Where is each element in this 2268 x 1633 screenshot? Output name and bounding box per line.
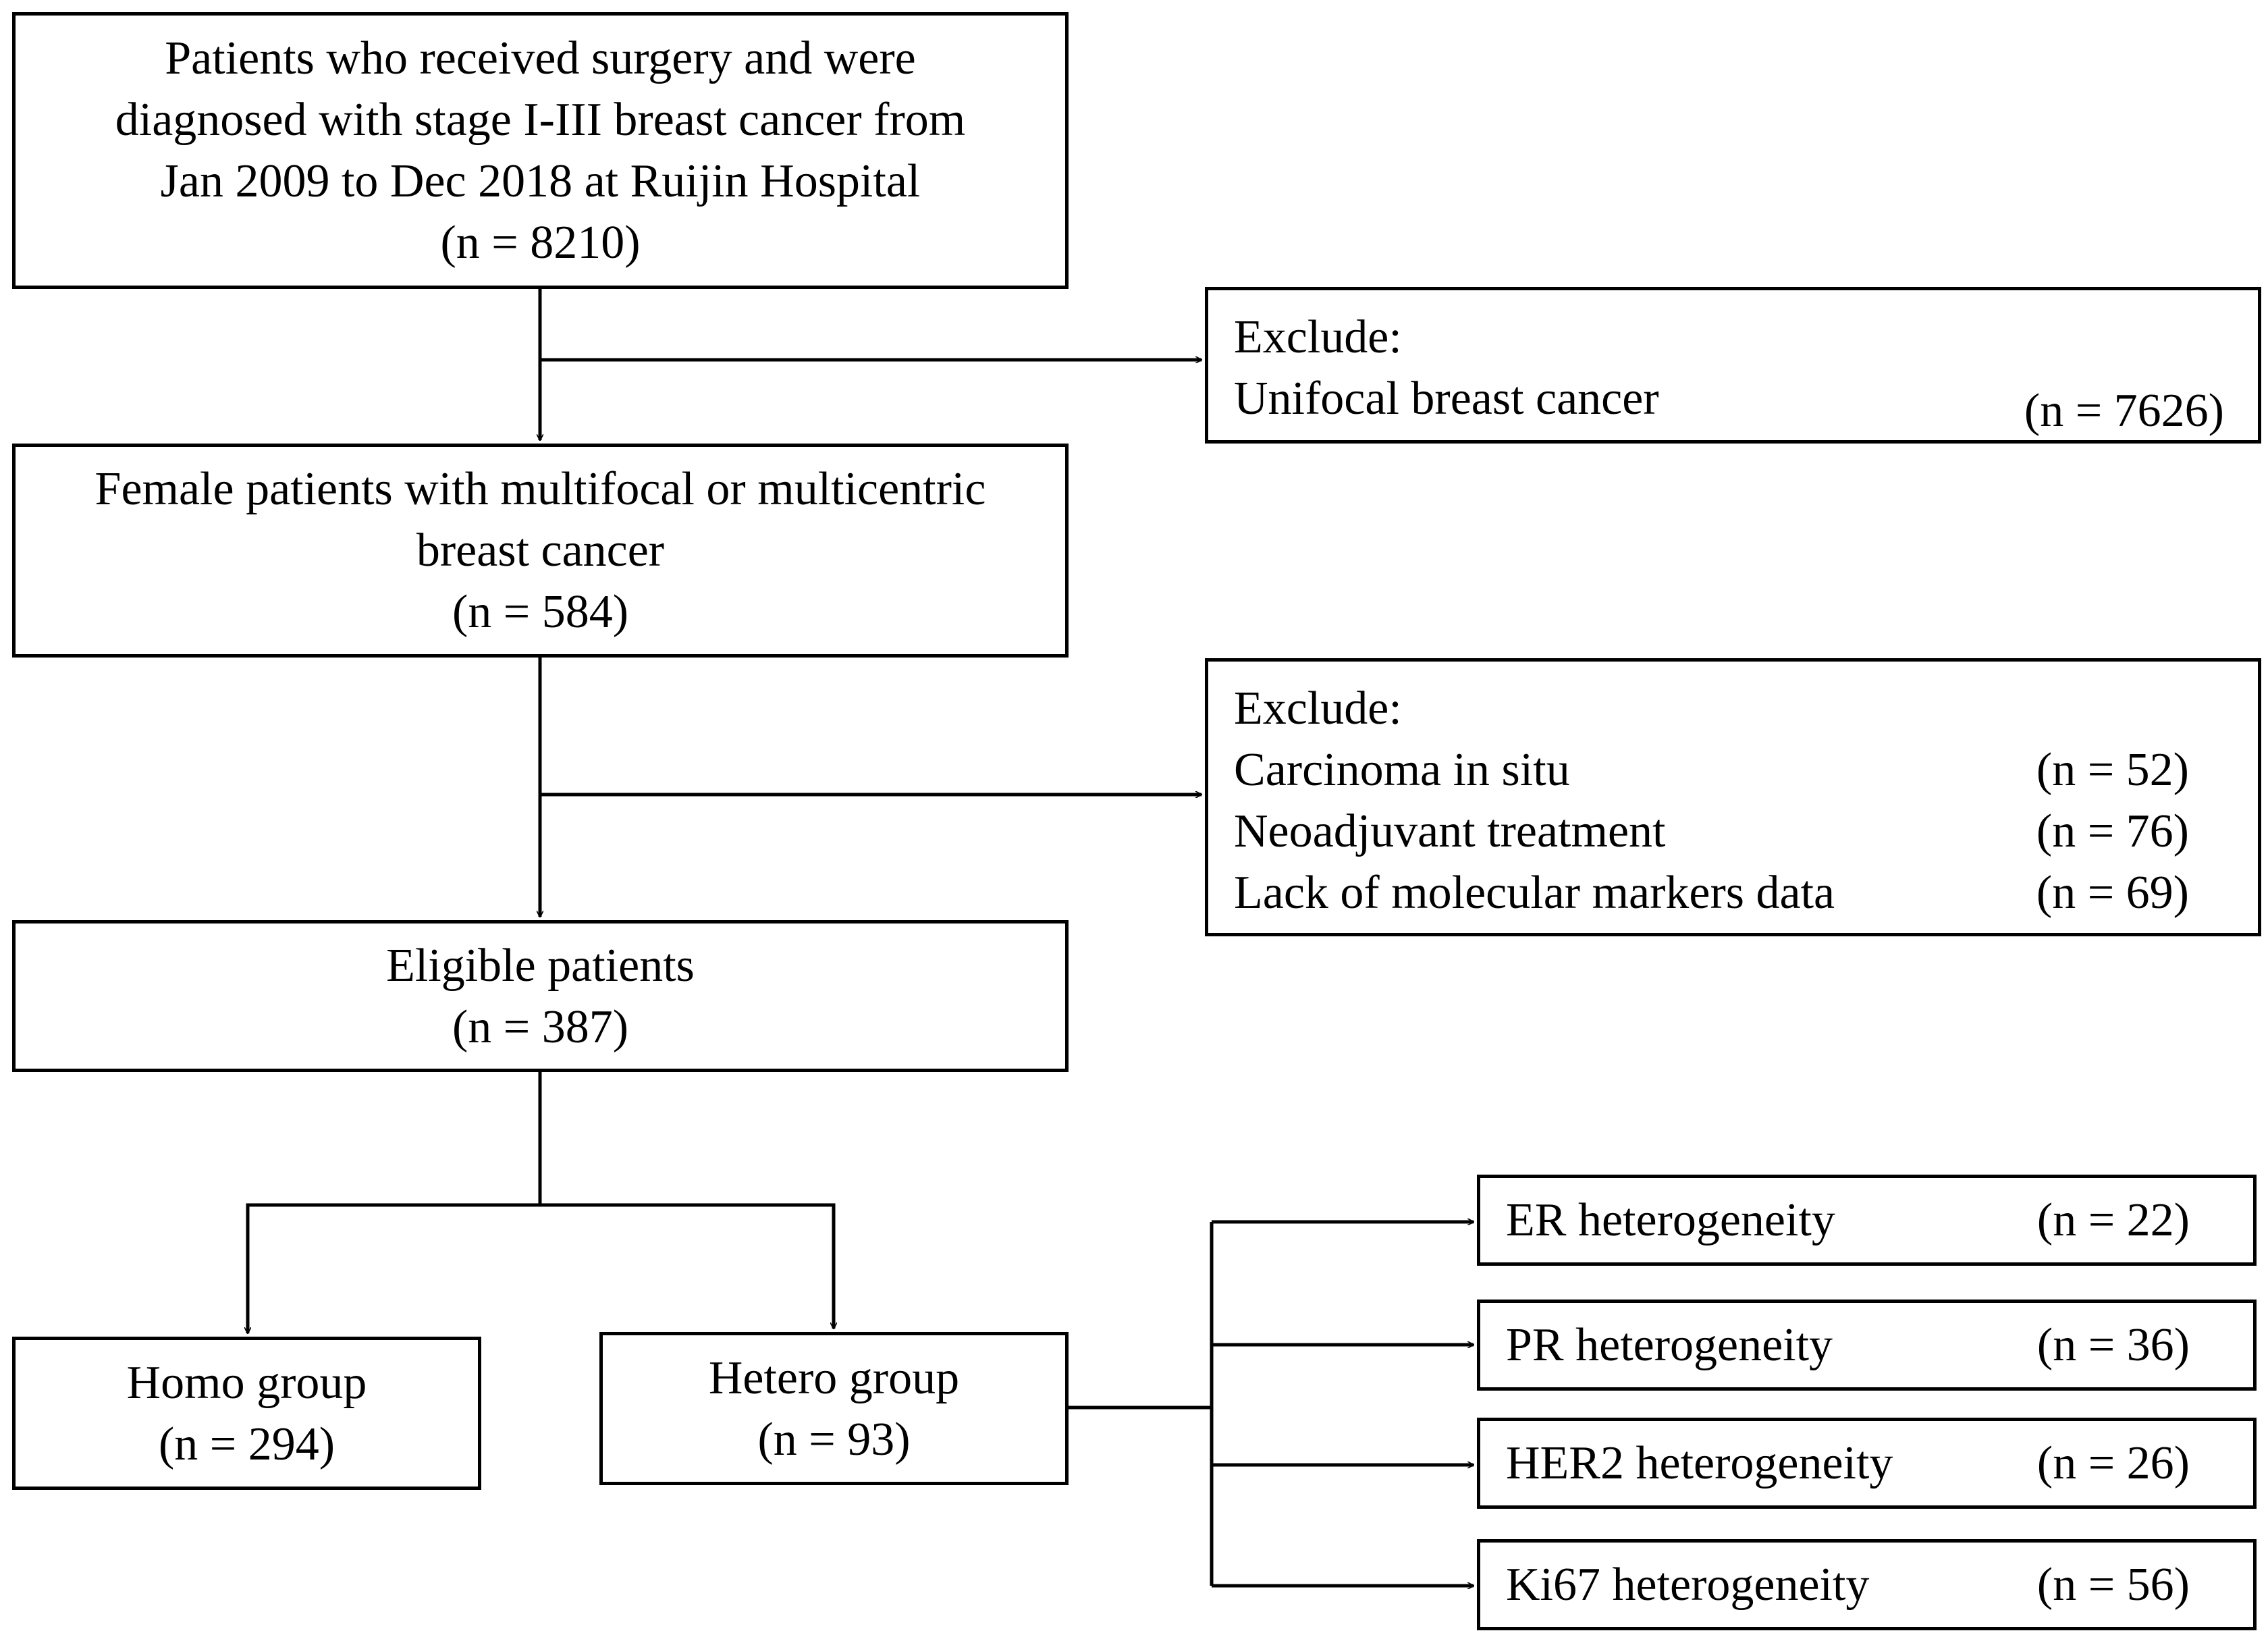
exclusion-item-count: (n = 76) <box>2036 805 2189 857</box>
exclusion-item-label: Carcinoma in situ <box>1234 744 1570 796</box>
exclusion-2-item: Neoadjuvant treatment (n = 76) <box>1234 801 2189 862</box>
ki67-heterogeneity-box: Ki67 heterogeneity (n = 56) <box>1477 1539 2257 1630</box>
exclusion-item-count: (n = 69) <box>2036 867 2189 919</box>
exclusion-2-item: Carcinoma in situ (n = 52) <box>1234 739 2189 801</box>
eligible-label: Eligible patients <box>386 939 695 992</box>
exclusion-box-2: Exclude: Carcinoma in situ (n = 52) Neoa… <box>1205 658 2261 936</box>
exclusion-1-item: Unifocal breast cancer (n = 7626) <box>1234 368 2224 437</box>
her2-heterogeneity-box: HER2 heterogeneity (n = 26) <box>1477 1418 2257 1509</box>
start-population-box: Patients who received surgery and were d… <box>12 12 1069 289</box>
multifocal-line-2: breast cancer <box>416 525 665 577</box>
start-count: (n = 8210) <box>440 217 641 269</box>
exclusion-box-1: Exclude: Unifocal breast cancer (n = 762… <box>1205 287 2261 444</box>
heterogeneity-label: HER2 heterogeneity <box>1506 1437 1893 1489</box>
pr-heterogeneity-box: PR heterogeneity (n = 36) <box>1477 1300 2257 1391</box>
start-line-2: diagnosed with stage I-III breast cancer… <box>115 94 966 146</box>
heterogeneity-count: (n = 22) <box>2036 1194 2190 1246</box>
hetero-count: (n = 93) <box>757 1413 911 1466</box>
homo-count: (n = 294) <box>158 1418 335 1470</box>
homo-group-box: Homo group (n = 294) <box>12 1337 481 1490</box>
exclusion-2-heading: Exclude: <box>1234 682 1402 734</box>
heterogeneity-count: (n = 36) <box>2036 1318 2190 1371</box>
heterogeneity-count: (n = 26) <box>2036 1437 2190 1489</box>
exclusion-item-count: (n = 7626) <box>2024 385 2224 437</box>
exclusion-item-count: (n = 52) <box>2036 744 2189 796</box>
split-line <box>246 1072 542 1333</box>
homo-label: Homo group <box>126 1356 367 1409</box>
heterogeneity-label: ER heterogeneity <box>1506 1194 1835 1246</box>
heterogeneity-count: (n = 56) <box>2036 1558 2190 1611</box>
exclusion-item-label: Unifocal breast cancer <box>1234 373 1659 425</box>
eligible-count: (n = 387) <box>452 1000 629 1053</box>
hetero-group-box: Hetero group (n = 93) <box>599 1332 1069 1485</box>
multifocal-count: (n = 584) <box>452 586 629 638</box>
multifocal-line-1: Female patients with multifocal or multi… <box>94 463 986 515</box>
er-heterogeneity-box: ER heterogeneity (n = 22) <box>1477 1175 2257 1266</box>
heterogeneity-label: Ki67 heterogeneity <box>1506 1558 1870 1611</box>
start-line-3: Jan 2009 to Dec 2018 at Ruijin Hospital <box>160 155 921 207</box>
exclusion-item-label: Neoadjuvant treatment <box>1234 805 1666 857</box>
multifocal-box: Female patients with multifocal or multi… <box>12 444 1069 658</box>
hetero-label: Hetero group <box>708 1351 960 1404</box>
eligible-box: Eligible patients (n = 387) <box>12 920 1069 1072</box>
exclusion-item-label: Lack of molecular markers data <box>1234 867 1835 919</box>
heterogeneity-label: PR heterogeneity <box>1506 1318 1833 1371</box>
start-line-1: Patients who received surgery and were <box>165 32 916 84</box>
exclusion-2-item: Lack of molecular markers data (n = 69) <box>1234 862 2189 923</box>
exclusion-1-heading: Exclude: <box>1234 311 1402 363</box>
